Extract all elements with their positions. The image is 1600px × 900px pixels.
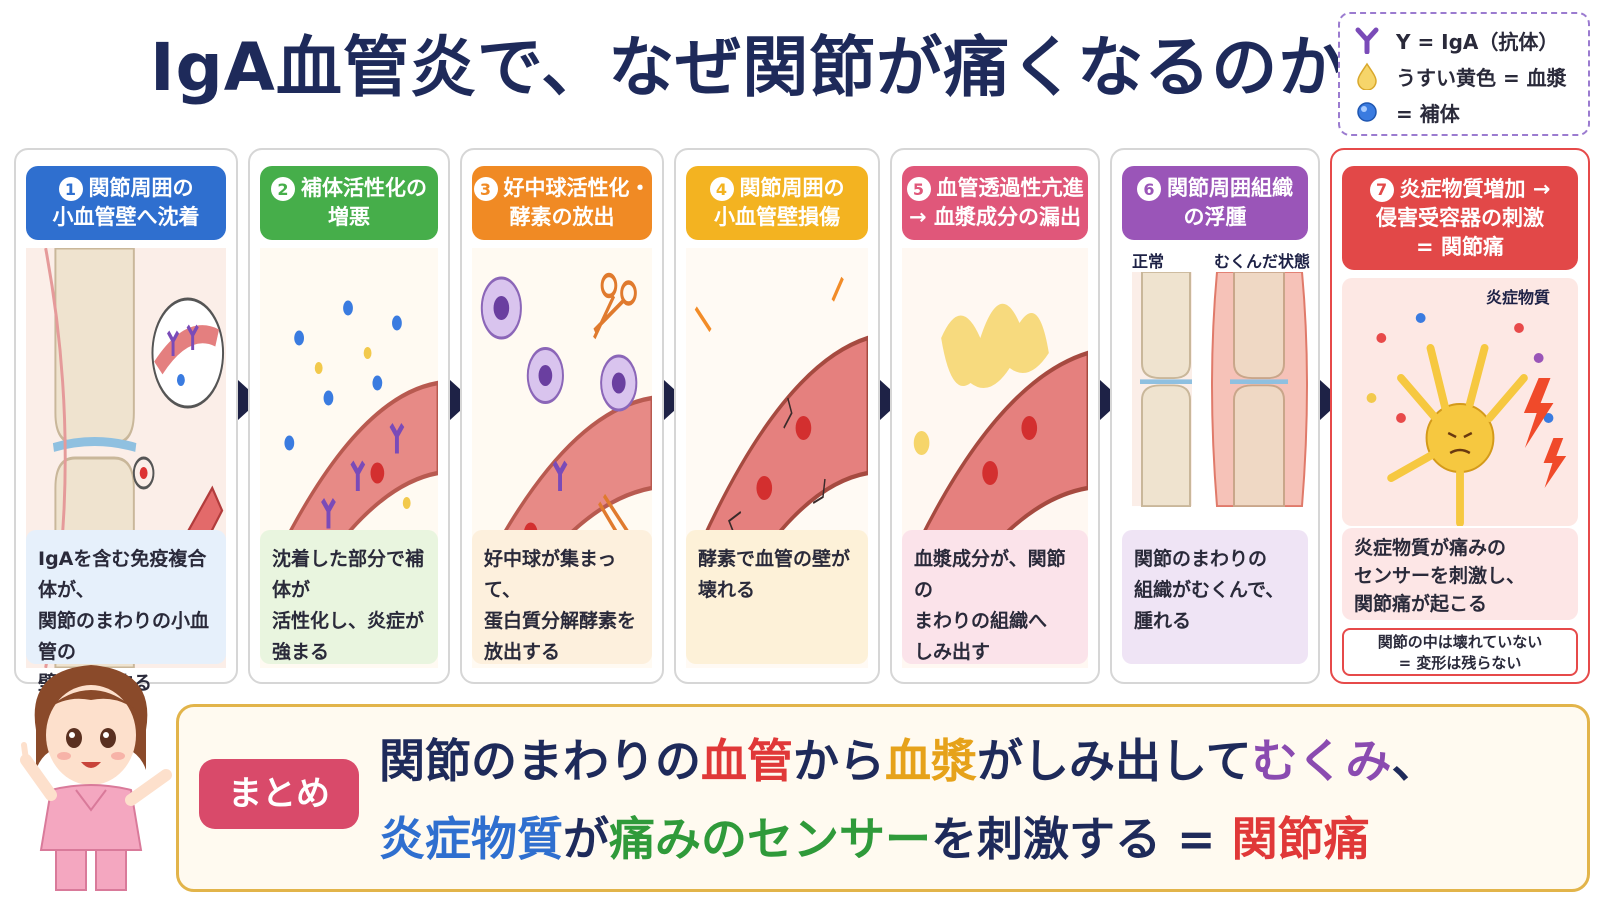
- step-number-5: 5: [906, 177, 931, 201]
- step-title-6-line1: 関節周囲組織: [1167, 176, 1293, 200]
- legend-box: Y = IgA（抗体） うすい黄色 = 血漿 = 補体: [1338, 12, 1590, 136]
- step-number-1: 1: [58, 177, 83, 201]
- summary-line1-part: 血漿: [885, 734, 977, 788]
- summary-line1-part: から: [793, 734, 885, 788]
- step-title-1-line1: 関節周囲の: [88, 176, 194, 200]
- step-desc-5: 血漿成分が、関節の まわりの組織へ しみ出す: [902, 530, 1088, 664]
- step-number-4: 4: [709, 177, 734, 201]
- summary-line1-part: 関節のまわりの: [379, 734, 701, 788]
- step-title-5-line1: 血管透過性亢進: [936, 176, 1084, 200]
- summary-line1-part: 、: [1391, 734, 1438, 788]
- blue-dot-icon: [1352, 97, 1382, 127]
- summary-line1-part: 血管: [701, 734, 793, 788]
- yellow-drop-icon: [1352, 61, 1382, 91]
- step-title-4-line1: 関節周囲の: [739, 176, 845, 200]
- step-number-7: 7: [1369, 177, 1394, 202]
- page-title: IgA血管炎で、なぜ関節が痛くなるのか？: [150, 29, 1413, 106]
- joint-swelling-illustration: 正常 むくんだ状態: [1122, 248, 1311, 668]
- legend-item-complement: = 補体: [1352, 94, 1576, 130]
- summary-line2-part: 痛みのセンサー: [609, 812, 931, 866]
- summary-line-1: 関節のまわりの血管から血漿がしみ出してむくみ、: [379, 725, 1437, 791]
- step-title-5-line2: → 血漿成分の漏出: [909, 205, 1081, 229]
- step-desc-4: 酵素で血管の壁が 壊れる: [686, 530, 868, 664]
- label-swollen: むくんだ状態: [1214, 252, 1311, 271]
- step-title-4-line2: 小血管壁損傷: [714, 205, 840, 229]
- nurse-character-illustration: [6, 650, 176, 896]
- step-number-6: 6: [1137, 177, 1161, 201]
- summary-box: まとめ 関節のまわりの血管から血漿がしみ出してむくみ、 炎症物質が痛みのセンサー…: [176, 704, 1590, 892]
- step-title-7-line3: = 関節痛: [1416, 234, 1504, 259]
- legend-label-complement: = 補体: [1396, 101, 1460, 126]
- step-desc-7: 炎症物質が痛みの センサーを刺激し、 関節痛が起こる: [1342, 528, 1578, 620]
- step-title-3-line2: 酵素の放出: [509, 205, 615, 229]
- step-title-2-line2: 増悪: [328, 205, 370, 229]
- legend-label-plasma: うすい黄色 = 血漿: [1396, 65, 1567, 90]
- legend-item-iga: Y = IgA（抗体）: [1352, 22, 1576, 58]
- step-title-7-line1: 炎症物質増加 →: [1399, 176, 1551, 201]
- summary-line1-part: がしみ出して: [977, 734, 1252, 788]
- step-title-6-line2: の浮腫: [1183, 205, 1247, 229]
- summary-line1-part: むくみ: [1251, 734, 1392, 788]
- summary-line2-part: を刺激する =: [931, 812, 1232, 866]
- note-line1: 関節の中は壊れていない: [1377, 633, 1543, 651]
- summary-line2-part: 炎症物質: [379, 812, 563, 866]
- legend-label-iga: Y = IgA（抗体）: [1396, 29, 1559, 54]
- step-number-3: 3: [473, 177, 498, 201]
- step-title-7-line2: 侵害受容器の刺激: [1376, 205, 1544, 230]
- step-title-3-line1: 好中球活性化・: [503, 176, 651, 200]
- step-title-1-line2: 小血管壁へ沈着: [52, 205, 200, 229]
- pain-receptor-illustration: 炎症物質: [1342, 278, 1578, 527]
- step-number-2: 2: [271, 177, 295, 201]
- label-inflammatory-substance: 炎症物質: [1485, 288, 1550, 307]
- summary-line2-part: が: [563, 812, 609, 866]
- legend-item-plasma: うすい黄色 = 血漿: [1352, 58, 1576, 94]
- step-desc-6: 関節のまわりの 組織がむくんで、 腫れる: [1122, 530, 1308, 664]
- note-line2: = 変形は残らない: [1398, 654, 1522, 672]
- summary-line-2: 炎症物質が痛みのセンサーを刺激する = 関節痛: [379, 803, 1370, 869]
- summary-line2-part: 関節痛: [1231, 812, 1370, 866]
- step-desc-2: 沈着した部分で補体が 活性化し、炎症が 強まる: [260, 530, 438, 664]
- step-desc-1: IgAを含む免疫複合体が、 関節のまわりの小血管の 壁に沈着する: [26, 530, 226, 694]
- step-title-2-line1: 補体活性化の: [301, 176, 427, 200]
- label-normal: 正常: [1132, 252, 1165, 271]
- no-deformity-note: 関節の中は壊れていない = 変形は残らない: [1342, 628, 1578, 676]
- step-desc-3: 好中球が集まって、 蛋白質分解酵素を 放出する: [472, 530, 652, 664]
- summary-badge: まとめ: [199, 759, 359, 829]
- antibody-y-icon: [1352, 25, 1382, 55]
